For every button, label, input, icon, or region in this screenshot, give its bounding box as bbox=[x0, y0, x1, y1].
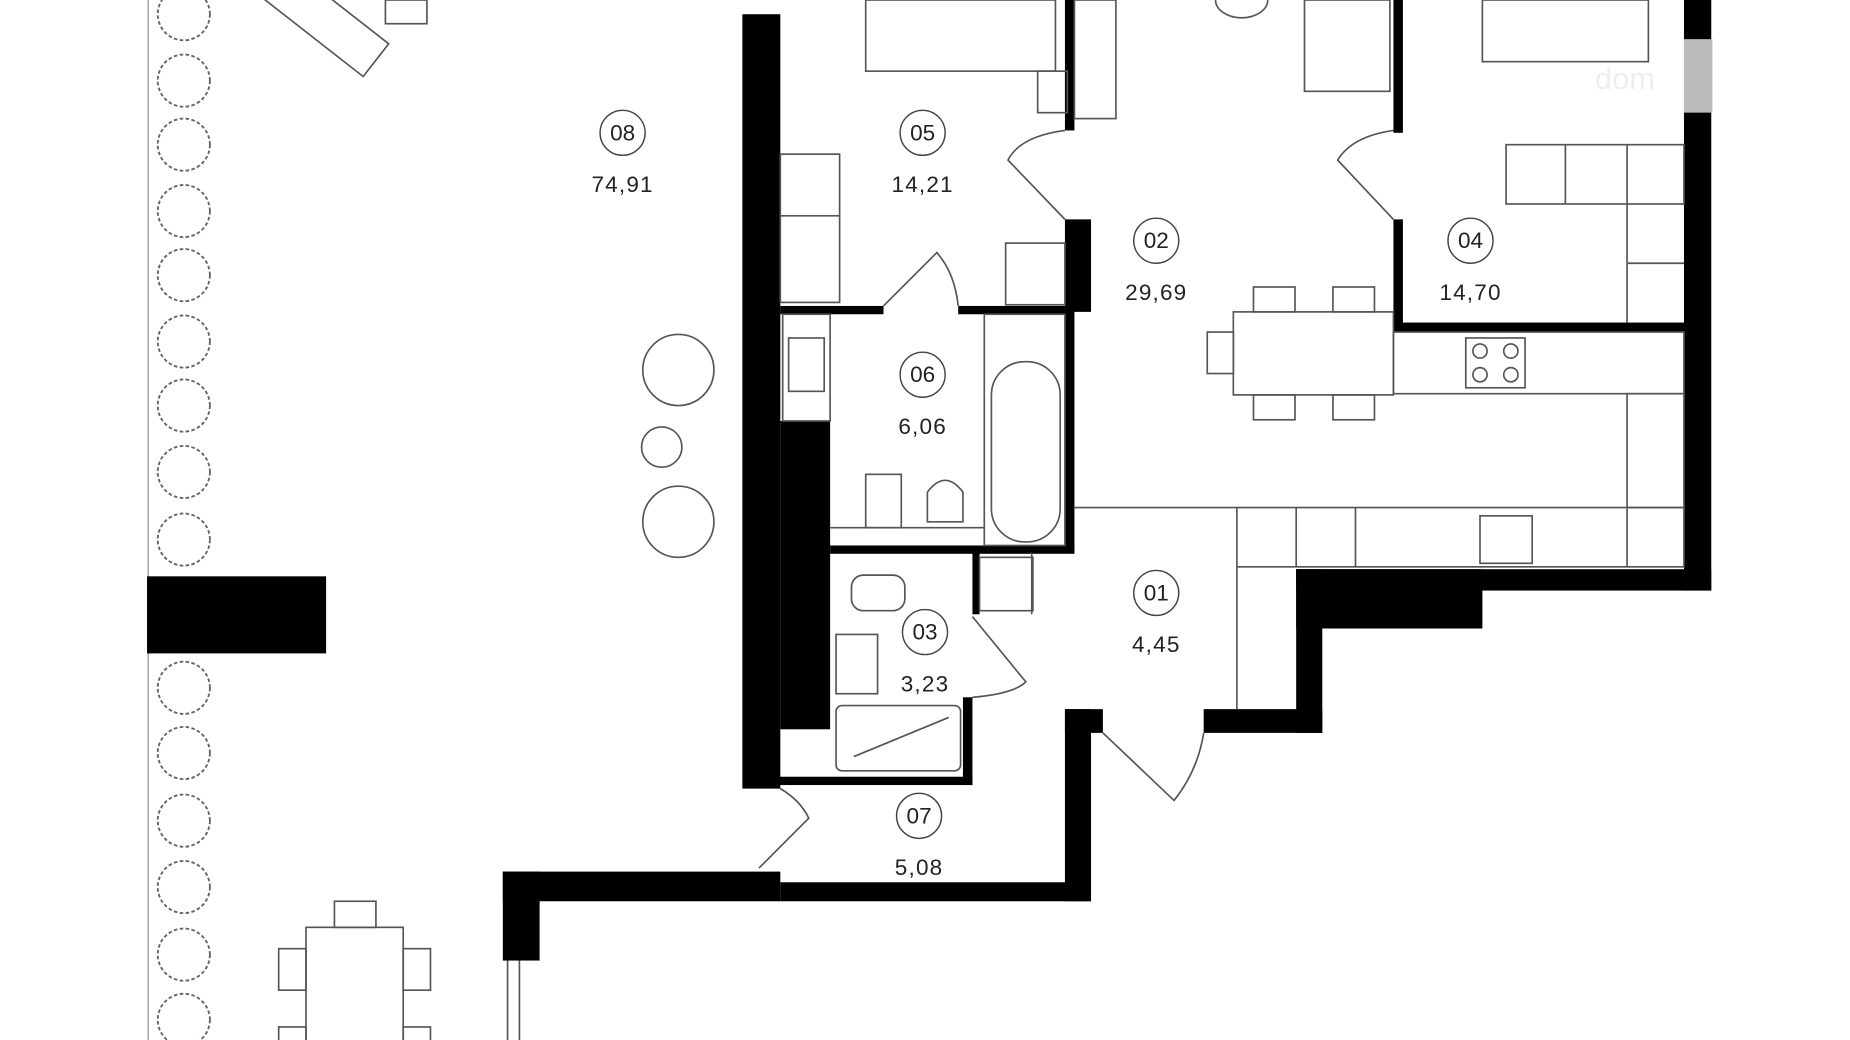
svg-text:6,06: 6,06 bbox=[898, 414, 947, 439]
tree-icon bbox=[156, 927, 211, 982]
svg-text:5,08: 5,08 bbox=[895, 855, 944, 880]
bush-icon bbox=[641, 333, 715, 407]
svg-text:01: 01 bbox=[1144, 580, 1169, 605]
lounge-chair-icon bbox=[259, 0, 390, 78]
tree-icon bbox=[156, 859, 211, 915]
tree-icon bbox=[156, 314, 211, 369]
tree-icon bbox=[156, 248, 211, 303]
tree-icon bbox=[156, 0, 211, 42]
tree-icon bbox=[156, 53, 211, 108]
room-label-01: 01 4,45 bbox=[1132, 569, 1181, 657]
room-label-07: 07 5,08 bbox=[895, 792, 944, 880]
hedge-trees bbox=[156, 0, 211, 1040]
room-label-08: 08 74,91 bbox=[591, 109, 653, 197]
svg-text:02: 02 bbox=[1144, 228, 1169, 253]
svg-text:14,21: 14,21 bbox=[891, 172, 953, 197]
svg-text:06: 06 bbox=[910, 362, 935, 387]
svg-text:08: 08 bbox=[610, 120, 635, 145]
svg-text:29,69: 29,69 bbox=[1125, 280, 1187, 305]
tree-icon bbox=[156, 512, 211, 567]
bush-icon bbox=[640, 426, 683, 469]
svg-text:04: 04 bbox=[1458, 228, 1483, 253]
terrace-column bbox=[147, 576, 327, 654]
svg-text:3,23: 3,23 bbox=[901, 671, 950, 696]
tree-icon bbox=[156, 992, 211, 1040]
svg-text:03: 03 bbox=[912, 620, 937, 645]
furniture bbox=[779, 0, 1685, 772]
bush-icon bbox=[641, 485, 715, 559]
tree-icon bbox=[156, 378, 211, 433]
tree-icon bbox=[156, 444, 211, 500]
tree-icon bbox=[156, 725, 211, 781]
svg-text:4,45: 4,45 bbox=[1132, 632, 1181, 657]
tree-icon bbox=[156, 184, 211, 239]
room-label-02: 02 29,69 bbox=[1125, 217, 1187, 305]
doors bbox=[758, 129, 1395, 869]
tree-icon bbox=[156, 117, 211, 172]
watermark-bg bbox=[1683, 39, 1713, 113]
room-label-06: 06 6,06 bbox=[898, 351, 947, 439]
side-table-icon bbox=[384, 0, 428, 25]
room-label-05: 05 14,21 bbox=[891, 109, 953, 197]
svg-text:14,70: 14,70 bbox=[1439, 280, 1501, 305]
room-label-03: 03 3,23 bbox=[901, 608, 950, 696]
svg-text:05: 05 bbox=[910, 120, 935, 145]
tree-icon bbox=[156, 793, 211, 848]
svg-text:07: 07 bbox=[907, 803, 932, 828]
watermark: dom bbox=[1595, 61, 1655, 96]
outdoor-dining-table-icon bbox=[277, 900, 432, 1040]
tree-icon bbox=[156, 660, 211, 715]
svg-text:74,91: 74,91 bbox=[591, 172, 653, 197]
room-label-04: 04 14,70 bbox=[1439, 217, 1501, 305]
